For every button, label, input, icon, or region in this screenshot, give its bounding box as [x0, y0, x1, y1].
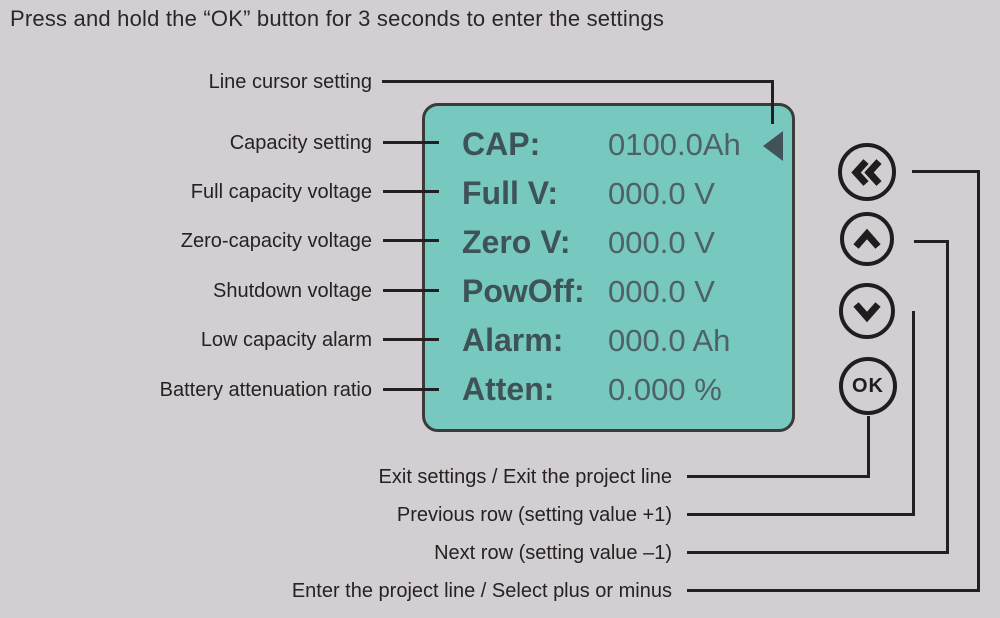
lcd-row-value: 000.0 Ah — [608, 322, 731, 358]
chevron-up-icon — [852, 228, 882, 250]
label-capacity-setting: Capacity setting — [229, 132, 372, 154]
lcd-row-zerov: Zero V: 000.0 V — [462, 218, 784, 267]
lcd-row-fullv: Full V: 000.0 V — [462, 169, 784, 218]
page-title: Press and hold the “OK” button for 3 sec… — [10, 6, 665, 31]
lcd-row-powoff: PowOff: 000.0 V — [462, 267, 784, 316]
down-button[interactable] — [839, 283, 895, 339]
label-zero-capacity-voltage: Zero-capacity voltage — [180, 230, 372, 252]
lcd-row-value: 000.0 V — [608, 273, 715, 309]
line-cursor-icon — [763, 131, 783, 161]
up-connector-h — [914, 240, 949, 243]
fullv-connector — [383, 190, 439, 193]
lcd-row-value: 000.0 V — [608, 224, 715, 260]
cap-connector — [383, 141, 439, 144]
lcd-row-label: PowOff: — [462, 273, 585, 309]
previous-connector-h — [687, 513, 915, 516]
exit-connector-h — [687, 475, 870, 478]
ok-button-label: OK — [852, 374, 884, 397]
down-connector-v — [912, 311, 915, 516]
zerov-connector — [383, 239, 439, 242]
lcd-screen: CAP: 0100.0Ah Full V: 000.0 V Zero V: 00… — [422, 103, 795, 432]
lcd-row-label: Atten: — [462, 371, 555, 407]
lcd-row-atten: Atten: 0.000 % — [462, 365, 784, 414]
lcd-row-value: 0100.0Ah — [608, 126, 741, 162]
label-full-capacity-voltage: Full capacity voltage — [190, 181, 372, 203]
up-button[interactable] — [840, 212, 894, 266]
alarm-connector — [383, 338, 439, 341]
label-low-capacity-alarm: Low capacity alarm — [200, 329, 372, 351]
ok-button[interactable]: OK — [839, 357, 897, 415]
lcd-row-alarm: Alarm: 000.0 Ah — [462, 316, 784, 365]
label-battery-attenuation-ratio: Battery attenuation ratio — [159, 379, 372, 401]
enter-connector-h — [687, 589, 980, 592]
lcd-row-value: 000.0 V — [608, 175, 715, 211]
next-connector-h — [687, 551, 949, 554]
lcd-rows: CAP: 0100.0Ah Full V: 000.0 V Zero V: 00… — [462, 120, 784, 414]
double-chevron-left-icon — [850, 158, 884, 186]
lcd-row-label: Full V: — [462, 175, 558, 211]
label-enter-project-line: Enter the project line / Select plus or … — [291, 580, 672, 602]
ok-connector-v — [867, 416, 870, 478]
lcd-row-label: Zero V: — [462, 224, 571, 260]
back-connector-h — [912, 170, 980, 173]
chevron-down-icon — [852, 301, 882, 322]
line-cursor-connector-v — [771, 80, 774, 124]
lcd-row-label: Alarm: — [462, 322, 564, 358]
back-connector-v — [977, 170, 980, 592]
lcd-row-cap: CAP: 0100.0Ah — [462, 120, 784, 169]
atten-connector — [383, 388, 439, 391]
up-connector-v — [946, 240, 949, 554]
powoff-connector — [383, 289, 439, 292]
label-previous-row: Previous row (setting value +1) — [396, 504, 672, 526]
lcd-row-label: CAP: — [462, 126, 541, 162]
line-cursor-connector-h — [382, 80, 774, 83]
label-exit-settings: Exit settings / Exit the project line — [378, 466, 672, 488]
label-next-row: Next row (setting value –1) — [434, 542, 672, 564]
back-button[interactable] — [838, 143, 896, 201]
label-shutdown-voltage: Shutdown voltage — [212, 280, 372, 302]
label-line-cursor-setting: Line cursor setting — [208, 71, 372, 93]
lcd-row-value: 0.000 % — [608, 371, 722, 407]
